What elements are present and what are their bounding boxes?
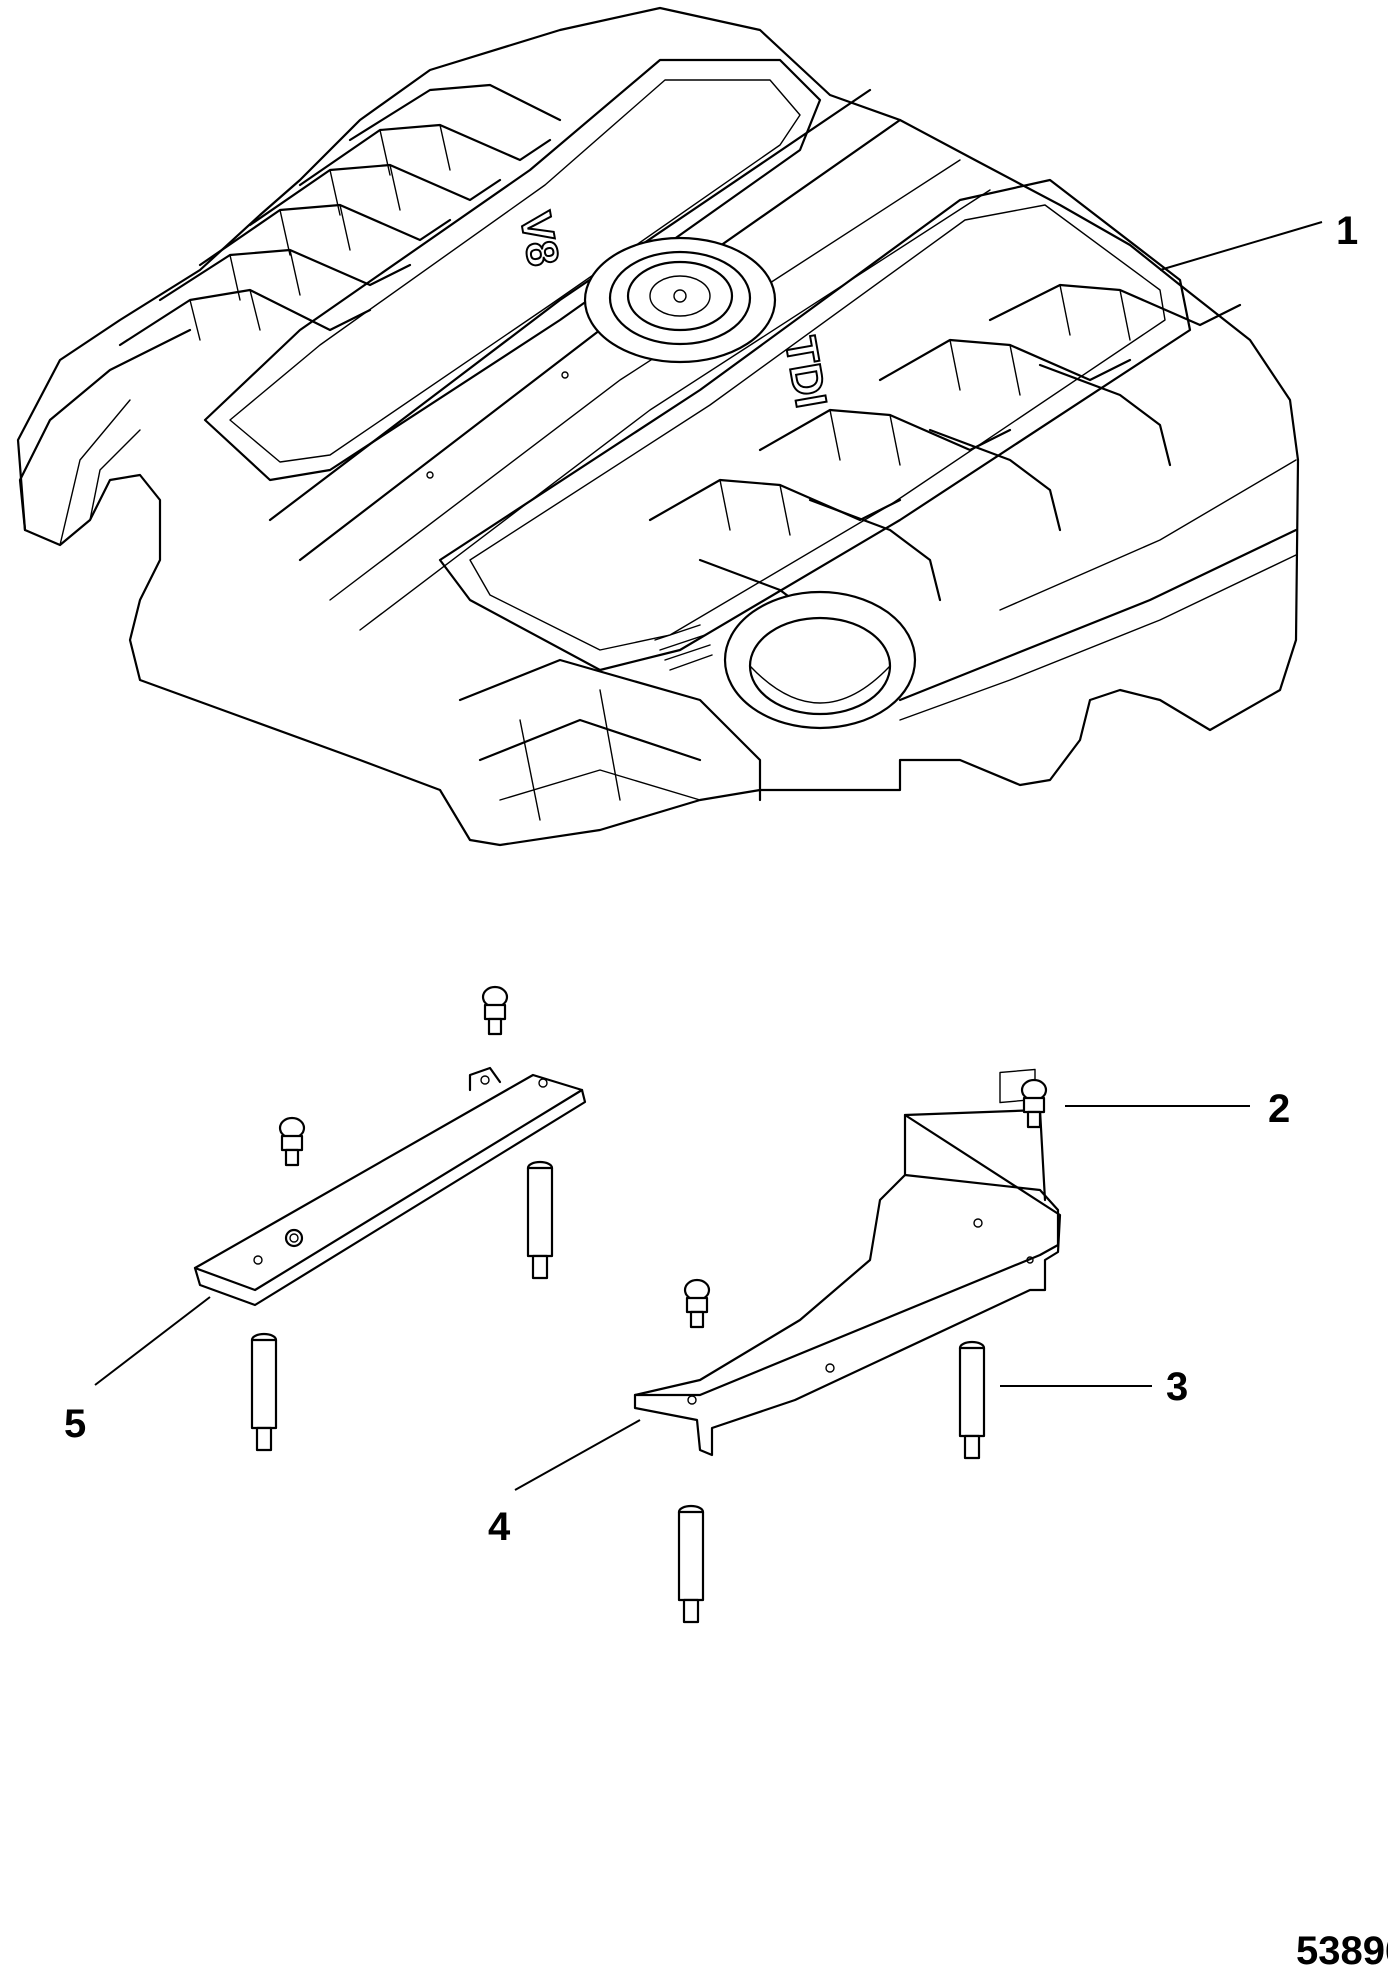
leader-line-4 — [514, 1419, 641, 1491]
ball-stud-center — [683, 1278, 711, 1329]
callout-4: 4 — [488, 1505, 511, 1549]
leader-line-1 — [1159, 221, 1323, 271]
standoff-lower-center — [677, 1504, 705, 1624]
ball-stud-right — [1020, 1078, 1048, 1129]
ball-stud-upper-left — [481, 985, 509, 1036]
filler-opening — [723, 590, 917, 730]
standoff-upper — [526, 1160, 554, 1280]
figure-number: 53896 — [1296, 1929, 1388, 1973]
leader-line-5 — [94, 1296, 211, 1386]
left-bracket — [193, 1066, 587, 1307]
standoff-lower-left — [250, 1332, 278, 1452]
right-ribs — [648, 283, 1242, 662]
callout-1: 1 — [1336, 209, 1358, 253]
engine-cover: V8 TDI — [16, 6, 1300, 847]
callout-2: 2 — [1268, 1087, 1290, 1131]
cover-emblem — [654, 624, 713, 671]
oil-cap — [583, 236, 777, 364]
callout-5: 5 — [64, 1402, 86, 1446]
v8-badge: V8 — [510, 208, 568, 270]
left-ribs — [118, 83, 562, 347]
ball-stud-middle-left — [278, 1116, 306, 1167]
right-bracket — [633, 1068, 1062, 1457]
standoff-right — [958, 1340, 986, 1460]
callout-3: 3 — [1166, 1365, 1188, 1409]
